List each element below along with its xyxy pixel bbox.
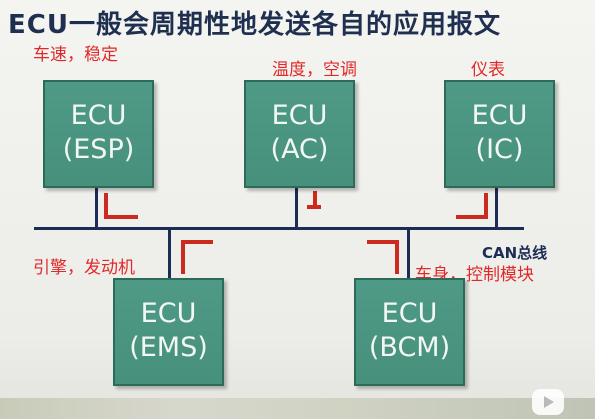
- ems-connector: [168, 228, 171, 278]
- ecu-ac-code: (AC): [270, 134, 329, 165]
- ems-signal-arrow: [181, 240, 213, 274]
- ecu-esp-code: (ESP): [62, 134, 135, 165]
- ac-signal-arrow-stem: [313, 191, 317, 205]
- ecu-ic-box: ECU (IC): [444, 80, 555, 188]
- can-bus-line: [34, 227, 524, 230]
- video-bottom-strip: [0, 398, 595, 419]
- ecu-ac-box: ECU (AC): [244, 80, 355, 188]
- esp-connector: [95, 185, 98, 229]
- bcm-connector: [407, 228, 410, 278]
- ecu-esp-box: ECU (ESP): [43, 80, 154, 188]
- ecu-ic-code: (IC): [475, 134, 524, 165]
- ac-annotation: 温度，空调: [272, 60, 357, 80]
- ecu-ic-title: ECU: [471, 100, 528, 131]
- ecu-bcm-code: (BCM): [368, 332, 451, 363]
- ecu-ems-box: ECU (EMS): [113, 278, 224, 386]
- slide-title: ECU一般会周期性地发送各自的应用报文: [8, 10, 501, 40]
- ic-annotation: 仪表: [471, 60, 505, 80]
- ecu-ac-title: ECU: [271, 100, 328, 131]
- ecu-bcm-box: ECU (BCM): [354, 278, 465, 386]
- esp-signal-arrow: [104, 193, 138, 219]
- esp-annotation: 车速，稳定: [33, 45, 118, 65]
- ac-connector: [295, 185, 298, 229]
- bcm-signal-arrow: [367, 240, 399, 274]
- ems-annotation: 引擎，发动机: [33, 258, 135, 278]
- play-icon[interactable]: [532, 389, 564, 415]
- ic-signal-arrow: [456, 193, 488, 219]
- ac-signal-arrow-foot: [307, 205, 321, 209]
- ic-connector: [495, 185, 498, 229]
- ecu-esp-title: ECU: [70, 100, 127, 131]
- ecu-bcm-title: ECU: [381, 298, 438, 329]
- can-bus-label: CAN总线: [482, 244, 548, 262]
- ecu-ems-code: (EMS): [129, 332, 208, 363]
- ecu-ems-title: ECU: [140, 298, 197, 329]
